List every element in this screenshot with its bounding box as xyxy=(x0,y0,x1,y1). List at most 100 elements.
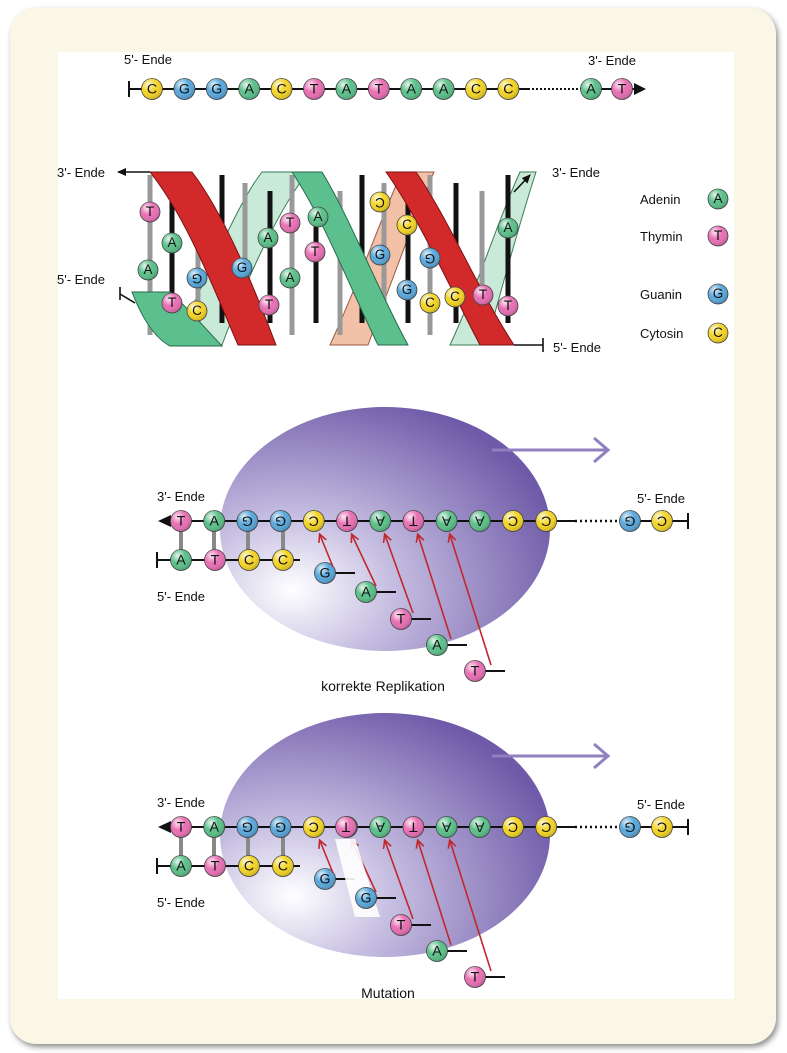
base-T: T xyxy=(390,914,412,936)
base-highlight xyxy=(187,268,207,288)
helix-strand-ribbon-red xyxy=(148,171,277,346)
base-letter: T xyxy=(342,513,351,529)
base-A: A xyxy=(435,510,458,532)
base-letter: T xyxy=(618,81,627,97)
base-T: T xyxy=(204,549,226,571)
base-highlight xyxy=(303,78,325,100)
base-highlight xyxy=(433,78,455,100)
base-letter: C xyxy=(657,819,667,835)
base-letter: G xyxy=(375,247,386,262)
base-highlight xyxy=(280,213,300,233)
helix-right-bottom-label: 5'- Ende xyxy=(553,340,601,355)
base-letter: A xyxy=(176,552,186,568)
base-C: C xyxy=(369,191,391,213)
base-letter: A xyxy=(441,513,451,529)
base-letter: G xyxy=(319,871,330,887)
base-letter: T xyxy=(471,969,480,985)
pairing-arrow xyxy=(385,841,414,920)
base-T: T xyxy=(204,855,226,877)
base-letter: C xyxy=(278,858,288,874)
base-highlight xyxy=(469,816,491,838)
base-G: G xyxy=(314,868,336,890)
base-T: T xyxy=(279,212,301,234)
base-T: T xyxy=(258,294,280,316)
base-highlight xyxy=(502,510,524,532)
base-letter: G xyxy=(624,819,635,835)
base-highlight xyxy=(370,192,390,212)
pairing-arrow xyxy=(418,841,452,946)
right-top-end-label: 5'- Ende xyxy=(637,491,685,506)
base-letter: A xyxy=(375,819,385,835)
base-highlight xyxy=(390,914,412,936)
base-letter: G xyxy=(179,81,190,97)
base-letter: A xyxy=(313,209,322,224)
left-bottom-end-label: 5'- Ende xyxy=(157,589,205,604)
base-T: T xyxy=(336,510,358,532)
base-A: A xyxy=(369,510,392,532)
panel-caption: korrekte Replikation xyxy=(321,678,445,694)
base-highlight xyxy=(497,78,519,100)
left-top-end-label: 3'- Ende xyxy=(157,489,205,504)
base-letter: T xyxy=(714,228,722,243)
pairing-arrow xyxy=(450,535,492,666)
base-G: G xyxy=(173,78,196,100)
base-A: A xyxy=(335,78,358,100)
base-highlight xyxy=(272,549,294,571)
helix-right-top-arrow xyxy=(513,174,531,193)
base-highlight xyxy=(619,510,641,532)
base-highlight xyxy=(204,549,226,571)
base-highlight xyxy=(187,301,207,321)
base-C: C xyxy=(302,816,325,838)
base-C: C xyxy=(707,322,729,344)
base-T: T xyxy=(367,78,390,100)
base-letter: A xyxy=(441,819,451,835)
base-letter: A xyxy=(285,270,294,285)
base-highlight xyxy=(464,966,486,988)
base-highlight xyxy=(170,855,192,877)
base-C: C xyxy=(502,816,524,838)
base-highlight xyxy=(236,510,258,532)
base-letter: C xyxy=(425,295,435,310)
pairing-arrow xyxy=(385,535,414,614)
base-letter: C xyxy=(244,552,254,568)
base-letter: C xyxy=(244,858,254,874)
base-T: T xyxy=(611,78,633,100)
base-highlight xyxy=(651,816,673,838)
base-letter: T xyxy=(177,513,186,529)
base-A: A xyxy=(137,259,159,281)
base-highlight xyxy=(651,510,673,532)
left-bottom-end-label: 5'- Ende xyxy=(157,895,205,910)
base-T: T xyxy=(402,816,425,838)
base-A: A xyxy=(307,206,329,228)
base-A: A xyxy=(468,816,491,838)
base-letter: A xyxy=(713,191,722,206)
base-highlight xyxy=(272,855,294,877)
base-C: C xyxy=(497,78,520,100)
base-letter: A xyxy=(586,81,596,97)
base-highlight xyxy=(402,816,424,838)
base-C: C xyxy=(272,855,294,877)
base-highlight xyxy=(535,816,557,838)
base-G: G xyxy=(269,816,292,838)
base-letter: C xyxy=(541,819,551,835)
base-G: G xyxy=(205,78,228,100)
base-A: A xyxy=(468,510,491,532)
base-highlight xyxy=(335,78,357,100)
base-highlight xyxy=(611,78,633,100)
base-T: T xyxy=(303,78,325,100)
base-highlight xyxy=(232,258,252,278)
helix-left-bottom-line xyxy=(119,293,136,304)
base-A: A xyxy=(257,227,279,249)
base-letter: A xyxy=(406,81,416,97)
base-T: T xyxy=(402,510,425,532)
base-highlight xyxy=(436,816,458,838)
base-highlight xyxy=(280,268,300,288)
base-C: C xyxy=(396,214,418,236)
base-A: A xyxy=(279,267,301,289)
base-letter: A xyxy=(167,235,176,250)
